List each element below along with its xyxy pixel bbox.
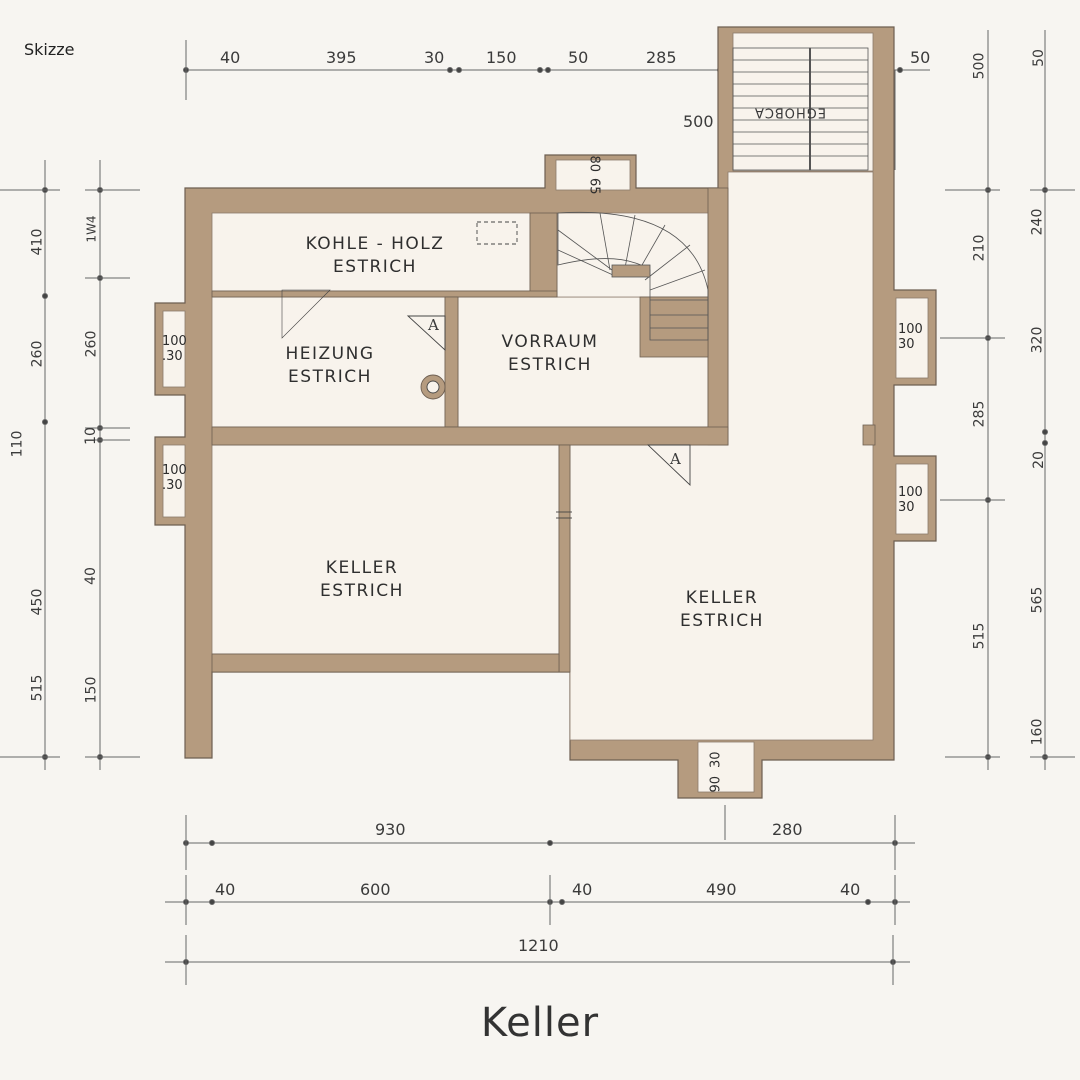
window-width: 90 bbox=[708, 776, 724, 793]
window-top-well bbox=[555, 159, 631, 191]
dim-right-inner-4: 285 bbox=[971, 400, 988, 428]
room-floor-type: ESTRICH bbox=[333, 257, 417, 277]
dim-bottom-2-e: 40 bbox=[840, 880, 861, 899]
window-label-bottom: 90 30 bbox=[709, 751, 724, 792]
room-name: KELLER bbox=[325, 558, 399, 578]
dim-bottom-2-c: 40 bbox=[572, 880, 593, 899]
floor-heizung bbox=[211, 296, 446, 428]
dim-right-inner-2: 210 bbox=[971, 234, 988, 262]
room-name: KELLER bbox=[685, 588, 759, 608]
dim-right-outer-4: 565 bbox=[1029, 586, 1046, 614]
section-mark-a-upper: A bbox=[428, 316, 439, 334]
dim-right-inner-3: 320 bbox=[1029, 326, 1046, 354]
stair-dimension: 500 bbox=[683, 112, 714, 131]
dim-right-inner-1: 500 bbox=[971, 52, 988, 80]
dim-top-1: 40 bbox=[220, 48, 241, 67]
room-label-heizung: HEIZUNG ESTRICH bbox=[285, 343, 374, 389]
floor-stair-hall bbox=[556, 212, 709, 298]
dim-right-outer-5: 160 bbox=[1029, 718, 1046, 746]
room-floor-type: ESTRICH bbox=[508, 355, 592, 375]
window-left-upper-well bbox=[162, 310, 186, 388]
stairs-spiral bbox=[557, 211, 709, 341]
window-width: 100 bbox=[162, 463, 187, 478]
window-label-left-lower: 100 .30 bbox=[162, 463, 187, 493]
plan-title: Keller bbox=[480, 1000, 600, 1046]
dim-left-inner-3: 10 bbox=[82, 427, 99, 445]
dim-bottom-1-a: 930 bbox=[375, 820, 406, 839]
window-right-upper-well bbox=[895, 297, 929, 379]
dim-top-6: 285 bbox=[646, 48, 677, 67]
dim-left-outer-2: 260 bbox=[29, 340, 46, 368]
dim-left-outer-1: 410 bbox=[29, 228, 46, 256]
stair-label: EGHOBCA bbox=[754, 104, 826, 120]
window-height: 30 bbox=[898, 337, 915, 352]
dim-right-outer-1: 50 bbox=[1030, 49, 1047, 67]
room-label-kohle-holz: KOHLE - HOLZ ESTRICH bbox=[306, 233, 445, 279]
window-bottom-well bbox=[697, 741, 755, 793]
interior-walls bbox=[211, 187, 876, 673]
window-right-lower-well bbox=[895, 463, 929, 535]
stairs-straight bbox=[732, 47, 869, 171]
room-floors bbox=[162, 32, 929, 793]
dim-bottom-2-d: 490 bbox=[706, 880, 737, 899]
dim-bottom-2-b: 600 bbox=[360, 880, 391, 899]
dim-left-outer-5: 515 bbox=[29, 674, 46, 702]
sketch-label: Skizze bbox=[24, 40, 75, 59]
window-label-right-upper: 100 30 bbox=[898, 322, 923, 352]
window-width: 100 bbox=[898, 485, 923, 500]
window-height: .30 bbox=[162, 349, 183, 364]
section-markers bbox=[281, 221, 691, 519]
room-label-keller-left: KELLER ESTRICH bbox=[320, 557, 404, 603]
dim-left-inner-2: 260 bbox=[83, 330, 100, 358]
window-height: .30 bbox=[162, 478, 183, 493]
window-width: 100 bbox=[162, 334, 187, 349]
window-left-lower-well bbox=[162, 444, 186, 518]
dim-top-2: 395 bbox=[326, 48, 357, 67]
dim-bottom-2-a: 40 bbox=[215, 880, 236, 899]
dim-right-inner-5: 515 bbox=[971, 622, 988, 650]
dim-top-7: 50 bbox=[910, 48, 931, 67]
dim-top-5: 50 bbox=[568, 48, 589, 67]
dim-top-4: 150 bbox=[486, 48, 517, 67]
window-label-top: 80 65 bbox=[587, 155, 602, 194]
dim-right-outer-2: 240 bbox=[1029, 208, 1046, 236]
floor-keller-left bbox=[211, 444, 560, 655]
window-width: 100 bbox=[898, 322, 923, 337]
floor-stair-top bbox=[732, 32, 874, 172]
section-mark-a-lower: A bbox=[670, 450, 681, 468]
room-label-vorraum: VORRAUM ESTRICH bbox=[502, 331, 599, 377]
dim-left-outer-3: 110 bbox=[9, 430, 26, 458]
window-width: 80 bbox=[586, 155, 602, 172]
room-floor-type: ESTRICH bbox=[288, 367, 372, 387]
dim-left-inner-4: 40 bbox=[82, 567, 99, 585]
room-name: VORRAUM bbox=[501, 332, 599, 352]
dim-left-outer-4: 450 bbox=[29, 588, 46, 616]
dim-top-3: 30 bbox=[424, 48, 445, 67]
window-height: 30 bbox=[898, 500, 915, 515]
room-floor-type: ESTRICH bbox=[680, 611, 764, 631]
window-height: 30 bbox=[708, 751, 724, 768]
room-label-keller-right: KELLER ESTRICH bbox=[680, 587, 764, 633]
room-name: KOHLE - HOLZ bbox=[305, 234, 445, 254]
dim-right-outer-3: 20 bbox=[1030, 451, 1047, 469]
dim-left-inner-1: 1W4 bbox=[84, 215, 99, 243]
room-floor-type: ESTRICH bbox=[320, 581, 404, 601]
window-label-left-upper: 100 .30 bbox=[162, 334, 187, 364]
dim-left-inner-5: 150 bbox=[83, 676, 100, 704]
dim-bottom-total: 1210 bbox=[518, 936, 559, 955]
window-height: 65 bbox=[586, 178, 602, 195]
dim-bottom-1-b: 280 bbox=[772, 820, 803, 839]
room-name: HEIZUNG bbox=[285, 344, 375, 364]
dimension-lines bbox=[0, 30, 1075, 985]
window-label-right-lower: 100 30 bbox=[898, 485, 923, 515]
